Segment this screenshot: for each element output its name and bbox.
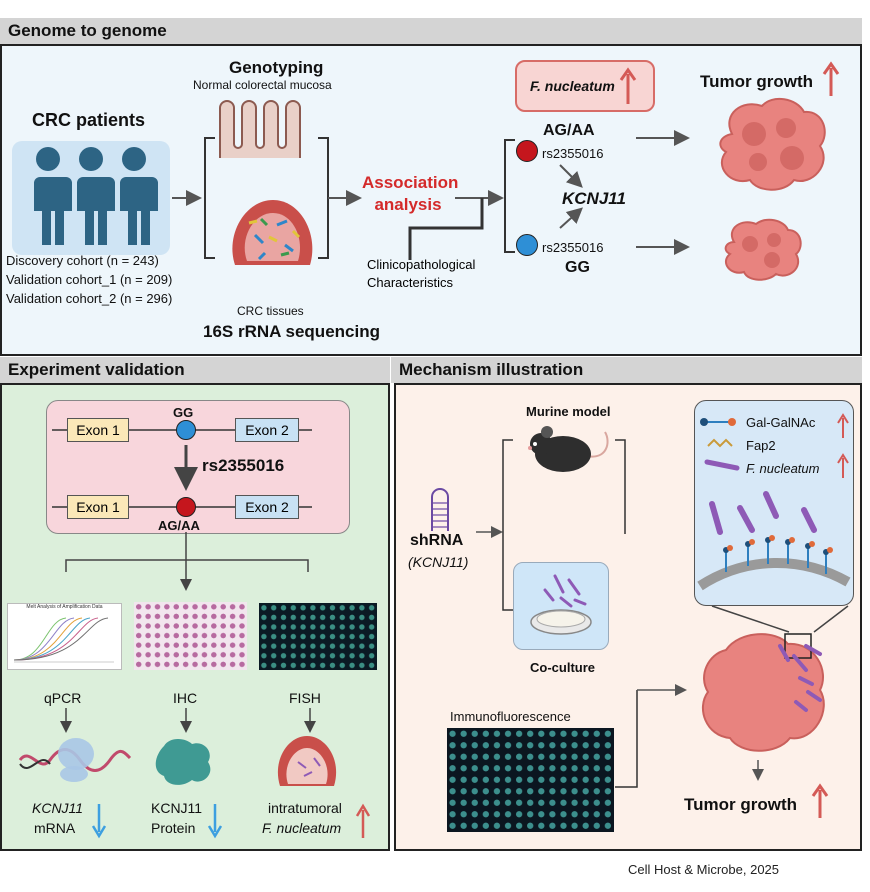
ag-aa-label: AG/AA — [543, 122, 595, 139]
legend-fnuc: F. nucleatum — [746, 461, 820, 476]
crc-tissues-label: CRC tissues — [237, 304, 304, 318]
patients-icon — [30, 147, 158, 245]
mouse-icon — [528, 426, 609, 472]
intratumoral-label: intratumoral — [268, 800, 342, 816]
exon1-box-top: Exon 1 — [67, 418, 129, 442]
up-arrow-icon — [837, 413, 849, 438]
crc-patients-label: CRC patients — [32, 110, 146, 130]
gg-allele-dot — [176, 420, 196, 440]
kcnj11-mrna-gene: KCNJ11 — [32, 800, 84, 816]
kcnj11-label: KCNJ11 — [562, 189, 626, 208]
protein-icon — [155, 739, 211, 785]
petri-dish-icon — [530, 574, 592, 635]
exon1-box-bottom: Exon 1 — [67, 495, 129, 519]
up-arrow-icon — [355, 803, 371, 838]
fish-array — [259, 603, 377, 670]
panel-header-mechanism: Mechanism illustration — [391, 357, 862, 383]
ihc-array — [134, 602, 247, 670]
shrna-gene-label: (KCNJ11) — [408, 554, 469, 570]
fnuc-box — [515, 60, 655, 112]
fap2-icon — [707, 438, 733, 448]
normal-mucosa-label: Normal colorectal mucosa — [193, 78, 332, 92]
panel-header-experiment: Experiment validation — [0, 357, 390, 383]
method-arrows — [60, 708, 316, 733]
mechanism-connectors — [476, 439, 849, 788]
kcnj11-protein-gene: KCNJ11 — [151, 800, 203, 816]
up-arrow-icon — [811, 783, 829, 818]
shrna-label: shRNA — [410, 532, 464, 549]
association-line-2: analysis — [374, 195, 442, 214]
top-connectors — [172, 130, 690, 260]
snp-label-exp: rs2355016 — [202, 456, 285, 475]
exon2-box-top: Exon 2 — [235, 418, 299, 442]
ag-aa-label-exp: AG/AA — [158, 518, 200, 533]
association-line-1: Association — [362, 173, 459, 192]
method-qpcr: qPCR — [44, 690, 82, 706]
mrna-icon — [18, 738, 132, 782]
panel-header-genome: Genome to genome — [0, 18, 862, 44]
immunofluorescence-label: Immunofluorescence — [450, 709, 571, 724]
snp-label-risk: rs2355016 — [542, 146, 604, 161]
genotyping-label: Genotyping — [229, 58, 324, 77]
mucosa-icon — [219, 100, 301, 158]
exon2-box-bottom: Exon 2 — [235, 495, 299, 519]
cell-membrane-binding-icon — [697, 491, 851, 591]
qpcr-curves — [13, 617, 114, 663]
snp-label-protective: rs2355016 — [542, 240, 604, 255]
kcnj11-mrna-label: mRNA — [34, 820, 76, 836]
kcnj11-protein-label: Protein — [151, 820, 196, 836]
clinico-line-2: Characteristics — [367, 275, 453, 290]
intratumoral-tissue-icon — [277, 736, 337, 786]
cohort-discovery: Discovery cohort (n = 243) — [6, 253, 159, 268]
protective-allele-dot — [516, 234, 538, 256]
method-fish: FISH — [289, 690, 321, 706]
gg-label: GG — [565, 259, 590, 276]
cohort-validation-1: Validation cohort_1 (n = 209) — [6, 272, 173, 287]
up-arrow-icon — [837, 453, 849, 478]
up-arrow-icon — [619, 67, 637, 104]
ag-allele-dot — [176, 497, 196, 517]
clinico-line-1: Clinicopathological — [367, 257, 476, 272]
cohort-validation-2: Validation cohort_2 (n = 296) — [6, 291, 173, 306]
qpcr-plot-title: Melt Analysis of Amplification Data — [26, 604, 103, 610]
risk-allele-dot — [516, 140, 538, 162]
panel-title: Mechanism illustration — [399, 360, 584, 379]
crc-tissue-icon — [232, 200, 313, 265]
small-tumor-icon — [724, 218, 802, 281]
legend-gal-galnac: Gal-GalNAc — [746, 415, 816, 430]
panel-title: Experiment validation — [8, 360, 185, 379]
immunofluorescence-array — [447, 728, 614, 832]
intratumoral-fnuc: F. nucleatum — [262, 820, 342, 836]
gg-label-exp: GG — [173, 405, 194, 420]
down-arrow-icon — [207, 804, 223, 839]
gal-galnac-icon — [700, 418, 736, 426]
fnuc-bacterium-icon — [704, 459, 740, 471]
method-ihc: IHC — [173, 690, 198, 706]
fnuc-label: F. nucleatum — [530, 78, 615, 94]
coculture-label: Co-culture — [530, 660, 595, 675]
association-label: Association analysis — [362, 172, 459, 216]
citation-footer: Cell Host & Microbe, 2025 — [628, 862, 780, 877]
up-arrow-icon — [822, 61, 840, 96]
clinico-label: Clinicopathological Characteristics — [367, 256, 475, 292]
tumor-growth-bottom: Tumor growth — [684, 795, 797, 814]
shrna-hairpin-icon — [431, 488, 449, 531]
tumor-with-bacteria-icon — [702, 633, 825, 752]
tumor-growth-top: Tumor growth — [700, 72, 813, 91]
sequencing-label: 16S rRNA sequencing — [203, 322, 380, 341]
coculture-box — [513, 562, 609, 650]
legend-fap2: Fap2 — [746, 438, 776, 453]
murine-model-label: Murine model — [526, 404, 611, 419]
down-arrow-icon — [91, 804, 107, 839]
panel-title: Genome to genome — [8, 21, 167, 40]
qpcr-plot: Melt Analysis of Amplification Data — [7, 603, 122, 670]
large-tumor-icon — [719, 97, 826, 191]
